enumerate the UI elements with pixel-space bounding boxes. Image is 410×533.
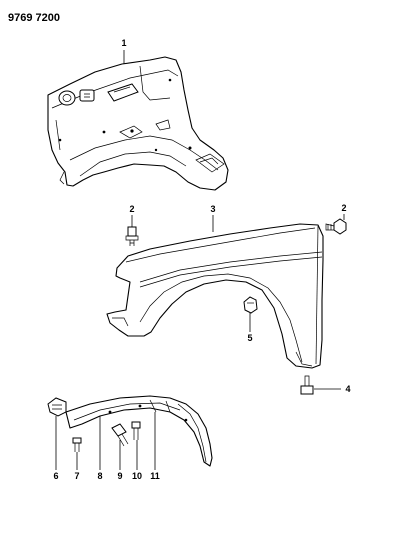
bolt-left: [125, 226, 139, 246]
callout-9: 9: [117, 471, 122, 481]
front-fender: [106, 223, 324, 369]
leader-lines: [55, 50, 345, 470]
callouts: 1 2 3 2 5 4 6 7 8 9 10 11: [53, 38, 350, 481]
screw-10: [131, 421, 141, 440]
callout-7: 7: [74, 471, 79, 481]
callout-3: 3: [210, 204, 215, 214]
callout-2-left: 2: [129, 204, 134, 214]
screw-7: [72, 437, 82, 452]
callout-5: 5: [247, 333, 252, 343]
callout-1: 1: [121, 38, 126, 48]
bolt-right: [325, 218, 347, 235]
callout-8: 8: [97, 471, 102, 481]
callout-6: 6: [53, 471, 58, 481]
fender-liner: [65, 395, 213, 467]
bolt-4: [300, 375, 314, 395]
callout-2-right: 2: [341, 203, 346, 213]
retainer-clip: [47, 397, 67, 417]
fender-apron-panel: [47, 56, 229, 191]
grommet-clip: [243, 296, 258, 314]
callout-11: 11: [150, 471, 160, 481]
callout-4: 4: [345, 384, 350, 394]
callout-10: 10: [132, 471, 142, 481]
bolt-9: [111, 423, 129, 447]
diagram-code: 9769 7200: [8, 12, 60, 24]
